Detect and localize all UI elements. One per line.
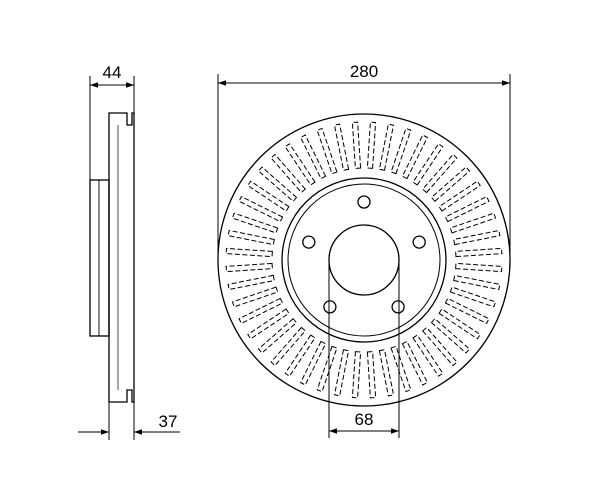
side-profile-outline [108, 112, 135, 403]
cooling-vane [257, 166, 298, 203]
cooling-vane [449, 286, 497, 308]
bolt-holes [302, 195, 426, 314]
cooling-vane [270, 153, 307, 194]
cooling-vane [333, 349, 350, 397]
cooling-vane [390, 127, 412, 175]
cooling-vane [412, 143, 444, 186]
cooling-vane [421, 153, 458, 194]
cooling-vane [366, 351, 377, 399]
cooling-vane [412, 334, 444, 377]
cooling-vane [453, 274, 501, 291]
dim-label-280: 280 [350, 62, 378, 81]
bolt-circle-ring [287, 183, 441, 337]
cooling-vane [257, 317, 298, 354]
hat-outer-edge [281, 177, 447, 343]
cooling-vane [430, 166, 471, 203]
cooling-vane [333, 123, 350, 171]
bolt-hole [412, 235, 426, 249]
cooling-vane [231, 212, 279, 234]
cooling-vane [225, 262, 273, 273]
cooling-vane [299, 134, 327, 180]
cooling-vane [284, 143, 316, 186]
center-bore [328, 224, 400, 296]
front-view [217, 113, 511, 407]
cooling-vane [430, 317, 471, 354]
dim-thickness-37 [78, 402, 180, 440]
cooling-vane [401, 134, 429, 180]
cooling-vane [449, 212, 497, 234]
cooling-vane [270, 326, 307, 367]
cooling-vane [444, 195, 490, 223]
dim-height-44 [89, 76, 135, 180]
dim-diameter-280 [217, 74, 511, 260]
cooling-vane [438, 180, 481, 212]
cooling-vane [227, 229, 275, 246]
disc-outer-edge [217, 113, 511, 407]
cooling-vanes [225, 121, 503, 399]
cooling-vane [378, 123, 395, 171]
side-view [89, 112, 135, 403]
cooling-vane [366, 121, 377, 169]
bolt-hole [391, 300, 405, 314]
cooling-vane [316, 345, 338, 393]
cooling-vane [225, 247, 273, 258]
bolt-hole [302, 235, 316, 249]
cooling-vane [299, 340, 327, 386]
dim-bore-68 [328, 255, 400, 438]
cooling-vane [455, 247, 503, 258]
cooling-vane [316, 127, 338, 175]
cooling-vane [378, 349, 395, 397]
cooling-vane [351, 351, 362, 399]
cooling-vane [231, 286, 279, 308]
side-hub-flange [89, 179, 110, 337]
bolt-hole [357, 195, 371, 209]
cooling-vane [238, 195, 284, 223]
cooling-vane [455, 262, 503, 273]
dim-label-44: 44 [103, 63, 122, 82]
cooling-vane [444, 297, 490, 325]
cooling-vane [247, 308, 290, 340]
dim-label-37: 37 [159, 412, 178, 431]
cooling-vane [401, 340, 429, 386]
bolt-hole [323, 300, 337, 314]
cooling-vane [421, 326, 458, 367]
cooling-vane [351, 121, 362, 169]
cooling-vane [284, 334, 316, 377]
cooling-vane [438, 308, 481, 340]
cooling-vane [227, 274, 275, 291]
cooling-vane [453, 229, 501, 246]
cooling-vane [238, 297, 284, 325]
dim-label-68: 68 [355, 410, 374, 429]
cooling-vane [247, 180, 290, 212]
cooling-vane [390, 345, 412, 393]
